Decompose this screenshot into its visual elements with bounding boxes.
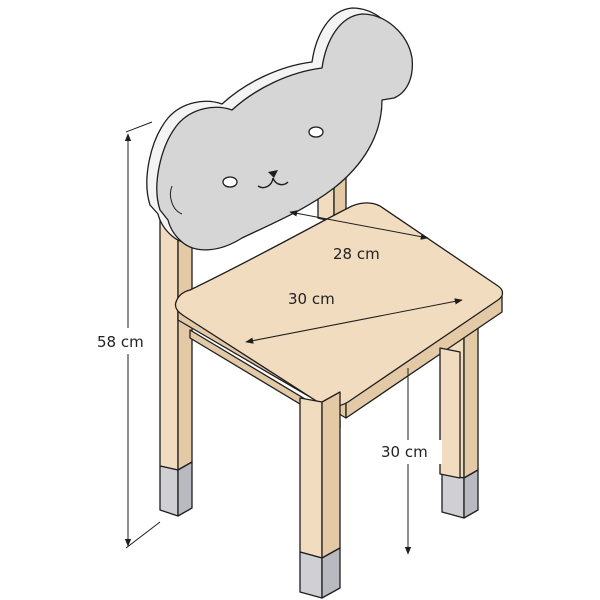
label-seat-height: 30 cm bbox=[381, 443, 428, 461]
label-total-height: 58 cm bbox=[97, 333, 144, 351]
dimension-seat-depth: 28 cm bbox=[289, 210, 429, 265]
backrest-dog-head bbox=[146, 7, 414, 251]
label-seat-width: 30 cm bbox=[288, 290, 335, 308]
dimension-seat-height: 30 cm bbox=[378, 368, 442, 555]
label-seat-depth: 28 cm bbox=[333, 245, 380, 263]
dimension-total-height: 58 cm bbox=[92, 121, 161, 549]
seat bbox=[174, 202, 504, 429]
leg-front-right bbox=[439, 347, 461, 479]
back-post-left bbox=[159, 213, 193, 517]
dimension-seat-width: 30 cm bbox=[245, 288, 463, 344]
leg-front-left bbox=[299, 391, 341, 599]
